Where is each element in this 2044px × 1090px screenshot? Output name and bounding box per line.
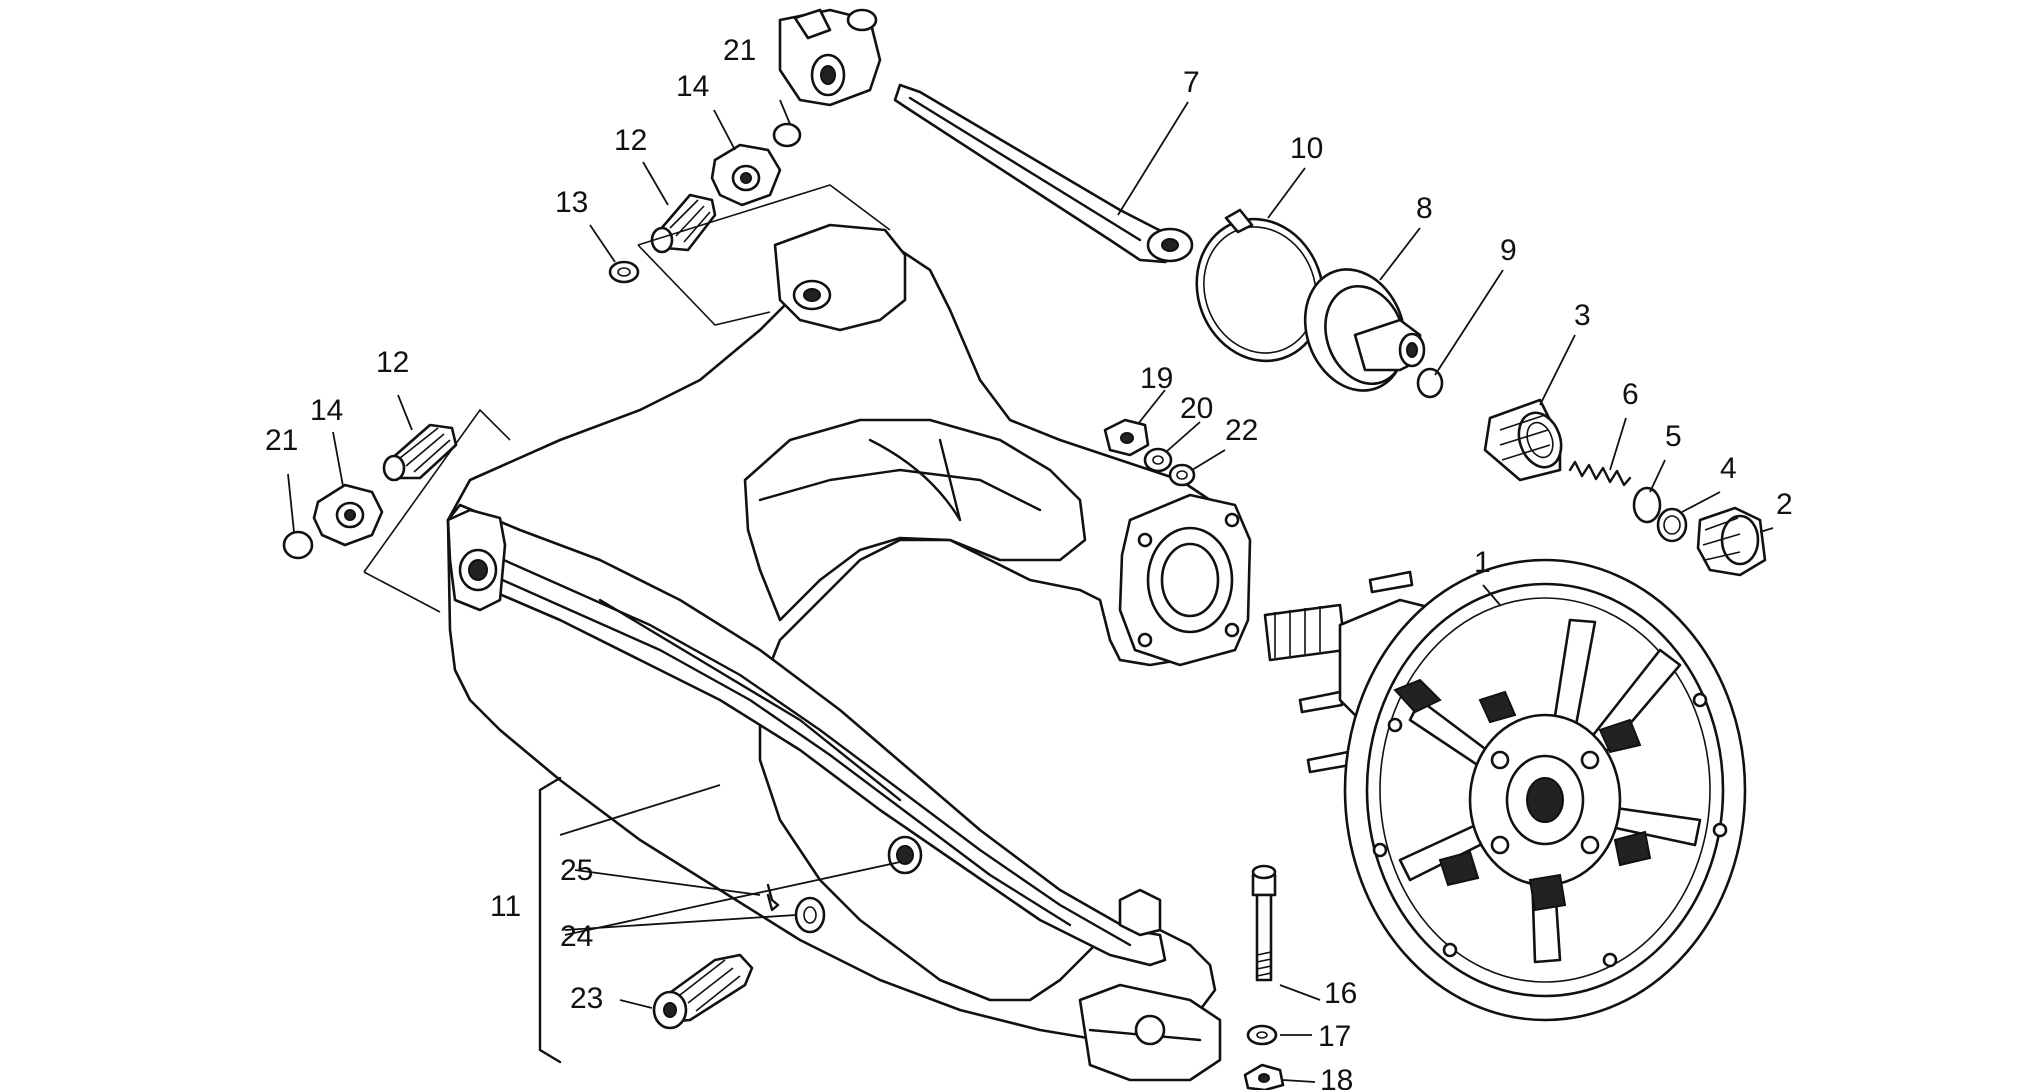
- bracket-11: [538, 776, 562, 1064]
- callout-6: 6: [1622, 378, 1639, 411]
- needle-bearing: [1483, 398, 1563, 482]
- nut-19: [1103, 418, 1150, 457]
- washer-17: [1246, 1024, 1278, 1046]
- callout-5: 5: [1665, 420, 1682, 453]
- callout-3: 3: [1574, 299, 1591, 332]
- spring: [1568, 460, 1632, 487]
- callout-7: 7: [1183, 66, 1200, 99]
- callout-10: 10: [1290, 132, 1323, 165]
- pinion-gear: [1696, 506, 1767, 577]
- callout-21-left: 21: [265, 424, 298, 457]
- callout-11: 11: [490, 890, 521, 923]
- clamp-ring: [1195, 208, 1325, 363]
- callout-labels: 1 2 3 4 5 6 7 8 9 10 11 12 12 13 14 14 1…: [265, 34, 1793, 1090]
- callout-13: 13: [555, 186, 588, 219]
- bolt-16: [1251, 864, 1277, 982]
- callout-4: 4: [1720, 452, 1737, 485]
- callout-14-left: 14: [310, 394, 343, 427]
- circlip-5: [1632, 486, 1662, 524]
- callout-9: 9: [1500, 234, 1517, 267]
- callout-18: 18: [1320, 1064, 1353, 1090]
- washer-13: [608, 260, 640, 284]
- nut-18: [1243, 1063, 1285, 1090]
- nut-14-left: [312, 483, 384, 547]
- assembly-outline-left: [363, 408, 511, 613]
- callout-19: 19: [1140, 362, 1173, 395]
- callout-1: 1: [1474, 546, 1491, 579]
- assembly-outline-top: [637, 184, 891, 326]
- flange-housing: [1118, 493, 1252, 667]
- callout-25: 25: [560, 854, 593, 887]
- leader-lines: [287, 99, 1774, 1083]
- wheel-hub: [1263, 558, 1747, 1022]
- callout-16: 16: [1324, 977, 1357, 1010]
- pivot-pin-12-top: [650, 193, 717, 254]
- callout-20: 20: [1180, 392, 1213, 425]
- swing-arm: [446, 223, 1242, 1082]
- washer-4: [1656, 507, 1688, 543]
- washer-24: [794, 896, 826, 934]
- callout-22: 22: [1225, 414, 1258, 447]
- callout-12-left: 12: [376, 346, 409, 379]
- callout-8: 8: [1416, 192, 1433, 225]
- callout-21-top: 21: [723, 34, 756, 67]
- drive-shaft: [778, 8, 1194, 264]
- callout-24: 24: [560, 920, 593, 953]
- pivot-pin-12-left: [382, 423, 458, 482]
- split-pin-25: [766, 883, 780, 912]
- callout-2: 2: [1776, 488, 1793, 521]
- washer-22: [1168, 463, 1196, 487]
- callout-23: 23: [570, 982, 603, 1015]
- bearing-housing: [1303, 268, 1426, 392]
- o-ring-9: [1416, 367, 1444, 399]
- nut-14-top: [710, 143, 782, 207]
- callout-14-top: 14: [676, 70, 709, 103]
- axle-bolt-23: [652, 953, 754, 1030]
- cap-21-top: [772, 122, 802, 148]
- cap-21-left: [282, 530, 314, 560]
- callout-12-top: 12: [614, 124, 647, 157]
- callout-17: 17: [1318, 1020, 1351, 1053]
- washer-20: [1143, 447, 1173, 473]
